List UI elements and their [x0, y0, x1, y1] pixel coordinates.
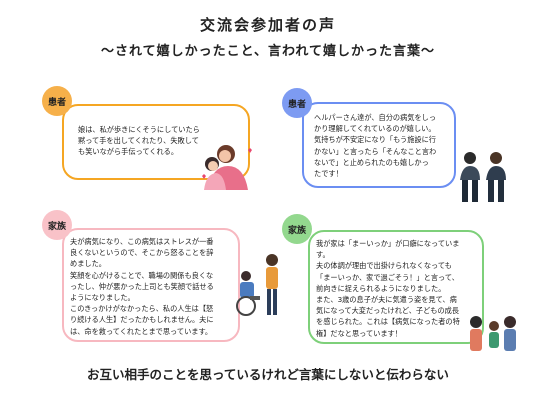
patient-badge: 患者: [282, 88, 312, 118]
page-title: 交流会参加者の声: [199, 16, 336, 34]
voice-text: 我が家は「まーいっか」が口癖になっていま す。 夫の体調が理由で出掛けられなくな…: [316, 239, 460, 338]
sitting-people-illustration: [460, 152, 506, 202]
family-badge: 家族: [282, 214, 312, 244]
heart-icon: [248, 148, 252, 153]
voice-text: 娘は、私が歩きにくそうにしていたら 黙って手を出してくれたり、失敗して も笑いな…: [78, 125, 200, 157]
wheelchair-illustration: [236, 254, 278, 316]
heart-icon: [202, 174, 206, 179]
voice-card-patient-2: ヘルパーさん達が、自分の病気をしっ かり理解してくれているのが嬉しい。 気持ちが…: [302, 102, 456, 188]
voice-text: ヘルパーさん達が、自分の病気をしっ かり理解してくれているのが嬉しい。 気持ちが…: [314, 113, 437, 179]
family-illustration: [470, 316, 516, 351]
voice-card-patient-1: 娘は、私が歩きにくそうにしていたら 黙って手を出してくれたり、失敗して も笑いな…: [62, 104, 250, 180]
voice-card-family-1: 夫が病気になり、この病気はストレスが一番 良くないというので、そこから怒ることを…: [62, 228, 240, 342]
page-subtitle: 〜されて嬉しかったこと、言われて嬉しかった言葉〜: [100, 44, 436, 59]
page-footer: お互い相手のことを思っているけれど言葉にしないと伝わらない: [87, 367, 449, 382]
patient-badge: 患者: [42, 86, 72, 116]
family-badge: 家族: [42, 210, 72, 240]
voice-card-family-2: 我が家は「まーいっか」が口癖になっていま す。 夫の体調が理由で出掛けられなくな…: [308, 230, 484, 344]
voice-text: 夫が病気になり、この病気はストレスが一番 良くないというので、そこから怒ることを…: [70, 237, 214, 336]
hug-illustration: [202, 145, 252, 190]
